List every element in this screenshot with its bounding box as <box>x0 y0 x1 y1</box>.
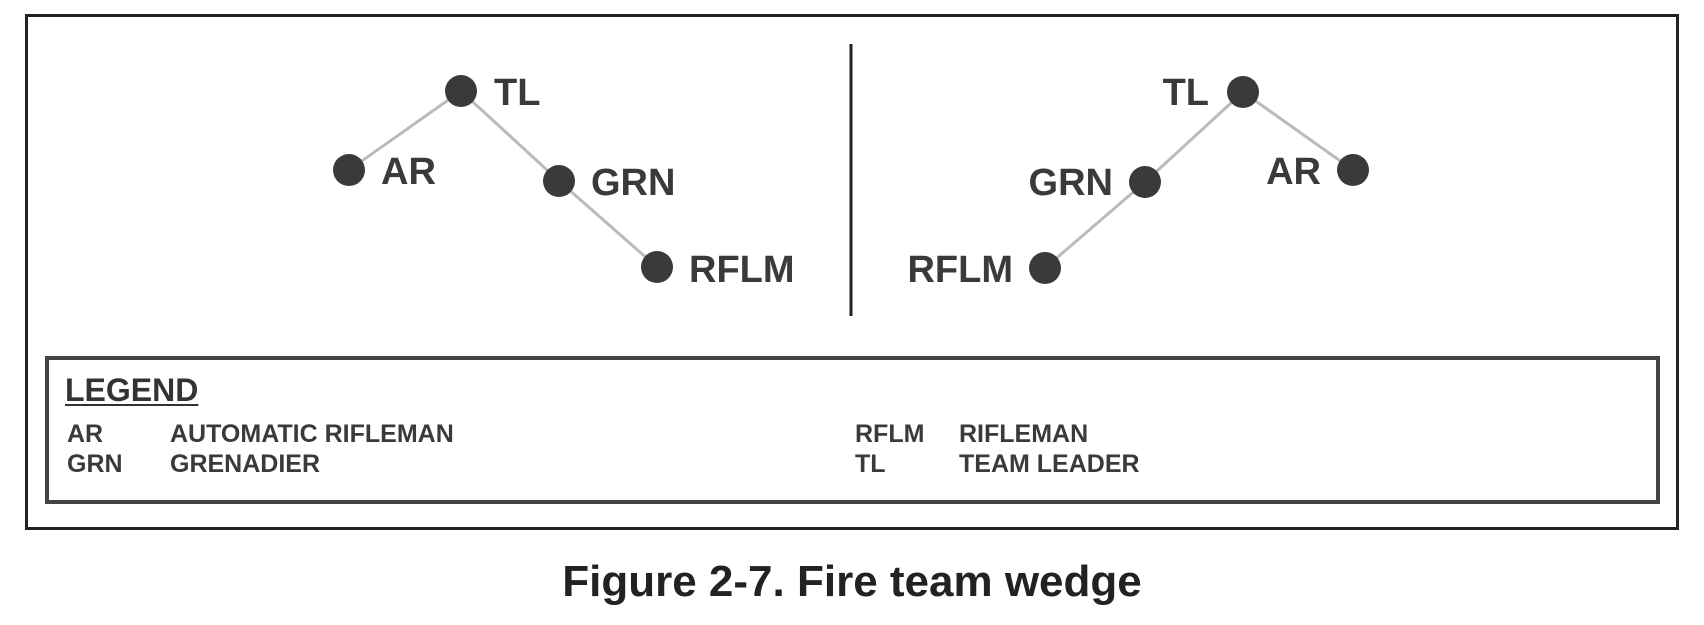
left-node-ar <box>333 154 365 186</box>
left-node-label-ar: AR <box>381 151 436 193</box>
left-node-label-grn: GRN <box>591 162 675 204</box>
left-node-rflm <box>641 251 673 283</box>
legend-abbr-grn: GRN <box>67 450 123 478</box>
legend-meaning-tl: TEAM LEADER <box>959 450 1140 478</box>
figure-frame <box>25 14 1679 530</box>
legend-abbr-tl: TL <box>855 450 886 478</box>
left-node-label-tl: TL <box>494 72 540 114</box>
left-connector-tl-ar <box>348 89 462 172</box>
right-node-grn <box>1129 166 1161 198</box>
left-connector-tl-grn <box>459 89 561 183</box>
right-node-label-tl: TL <box>1163 72 1209 114</box>
left-node-grn <box>543 165 575 197</box>
right-connector-grn-rflm <box>1044 180 1146 270</box>
right-node-label-ar: AR <box>1266 151 1321 193</box>
legend-meaning-rflm: RIFLEMAN <box>959 420 1089 448</box>
right-connector-tl-grn <box>1143 90 1245 184</box>
left-node-label-rflm: RFLM <box>689 249 795 291</box>
legend-abbr-rflm: RFLM <box>855 420 925 448</box>
legend-meaning-ar: AUTOMATIC RIFLEMAN <box>170 420 454 448</box>
right-node-rflm <box>1029 252 1061 284</box>
left-wedge-formation: TL AR GRN RFLM <box>333 72 795 291</box>
right-wedge-formation: TL AR GRN RFLM <box>907 72 1369 291</box>
legend-title: LEGEND <box>65 372 199 408</box>
legend-meaning-grn: GRENADIER <box>170 450 321 478</box>
figure-caption: Figure 2-7. Fire team wedge <box>562 557 1142 606</box>
legend-box: LEGEND AR AUTOMATIC RIFLEMAN GRN GRENADI… <box>45 356 1660 504</box>
right-node-label-grn: GRN <box>1029 162 1113 204</box>
right-node-label-rflm: RFLM <box>907 249 1013 291</box>
left-connector-grn-rflm <box>558 179 658 269</box>
left-node-tl <box>445 75 477 107</box>
right-node-ar <box>1337 154 1369 186</box>
right-node-tl <box>1227 76 1259 108</box>
legend-abbr-ar: AR <box>67 420 104 448</box>
right-connector-tl-ar <box>1242 90 1354 172</box>
formation-diagram: TL AR GRN RFLM TL AR GRN RFLM <box>333 44 1369 316</box>
